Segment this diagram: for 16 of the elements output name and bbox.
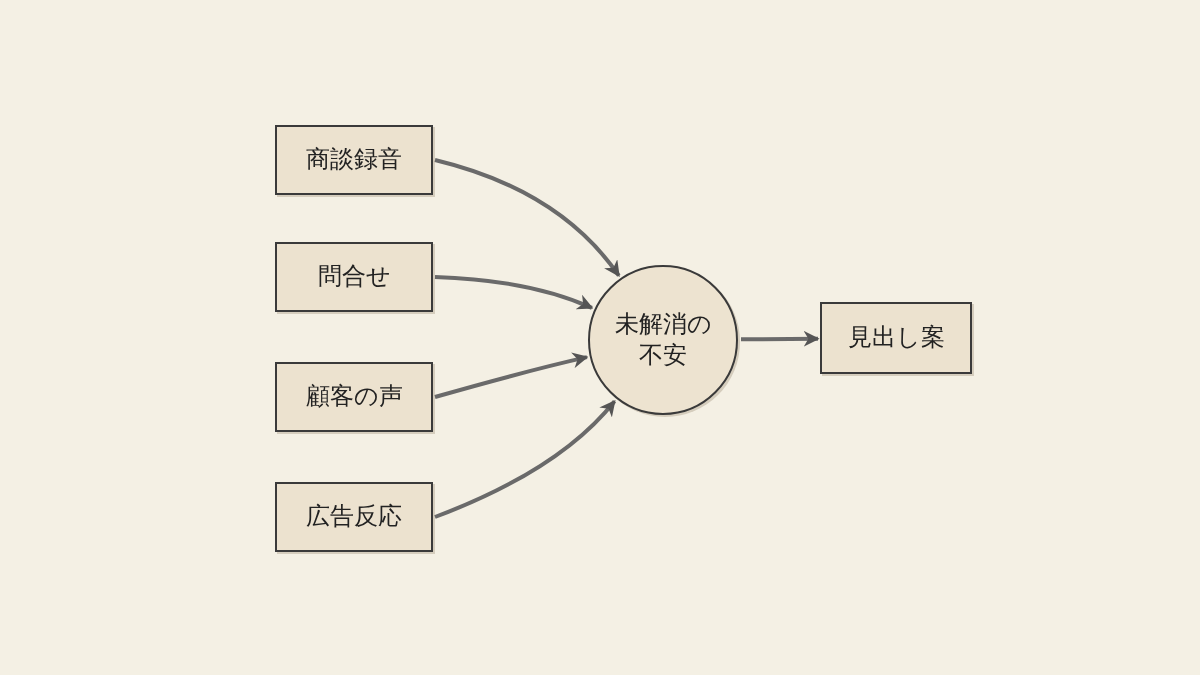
process-box	[275, 242, 433, 312]
arrow	[434, 352, 589, 399]
node-label: 問合せ	[317, 261, 391, 293]
node-label: 広告反応	[306, 501, 402, 533]
node-label: 見出し案	[847, 322, 945, 354]
process-box	[820, 302, 972, 374]
node-label: 未解消の不安	[613, 308, 713, 371]
arrow	[434, 275, 594, 310]
arrow	[434, 399, 617, 519]
node-label: 顧客の声	[305, 381, 403, 413]
process-box	[275, 482, 433, 552]
arrow	[434, 158, 621, 277]
process-box	[275, 362, 433, 432]
arrow	[741, 330, 820, 347]
process-box	[275, 125, 433, 195]
node-label: 商談録音	[306, 144, 402, 176]
